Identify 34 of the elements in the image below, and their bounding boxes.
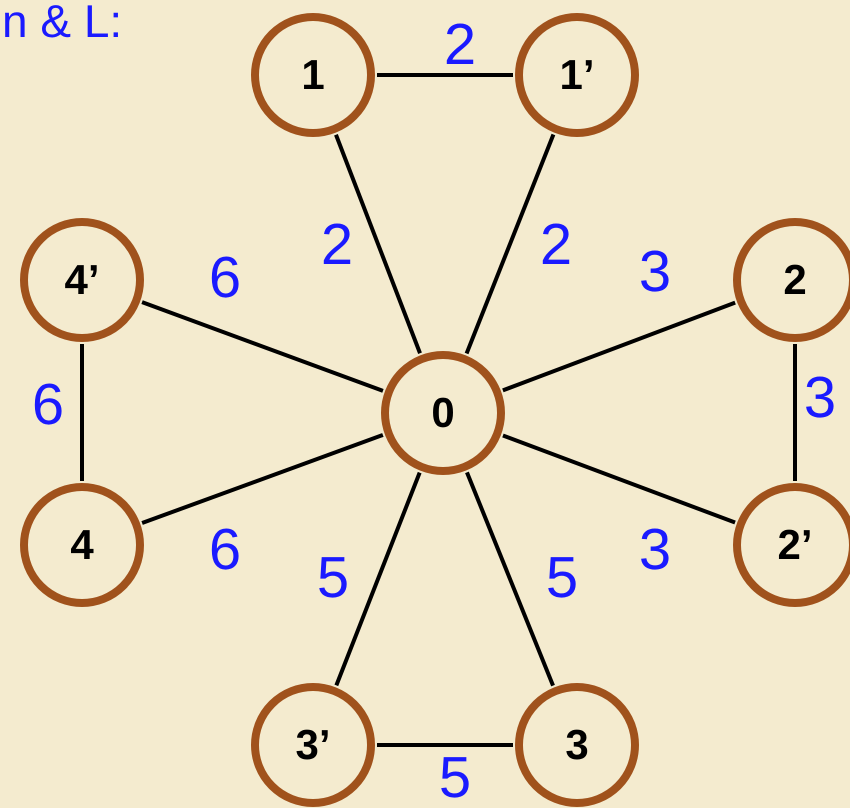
edge-weight: 6 [32,376,64,434]
connector-line [141,433,384,525]
node-label: 2’ [777,521,813,569]
node-label: 3’ [295,721,331,769]
connector-line [793,344,797,481]
edge-weight: 2 [444,16,476,74]
edge-weight: 5 [546,549,578,607]
edge-weight: 2 [540,216,572,274]
connector-line [141,300,384,393]
connector-line [502,434,736,524]
node-label: 1 [301,51,325,99]
node-label: 4 [70,521,94,569]
connector-line [464,134,556,354]
edge-weight: 2 [320,216,354,274]
connector-line [334,134,422,354]
connector-line [465,472,555,686]
node-label: 0 [431,389,455,437]
connector-line [377,73,513,77]
edge-weight: 3 [638,243,672,301]
connector-line [80,344,84,481]
connector-line [334,472,422,686]
edge-weight: 6 [208,521,242,579]
edge-weight: 5 [316,549,350,607]
edge-weight: 5 [438,749,472,807]
node-label: 3 [565,721,589,769]
connector-line [502,300,736,392]
heading-text: n & L: [2,0,122,44]
edge-weight: 3 [804,369,836,427]
edge-weight: 3 [638,521,672,579]
node-label: 4’ [64,256,100,304]
edge-weight: 6 [208,249,242,307]
connector-line [377,743,513,747]
node-label: 1’ [559,51,595,99]
node-label: 2 [783,256,807,304]
